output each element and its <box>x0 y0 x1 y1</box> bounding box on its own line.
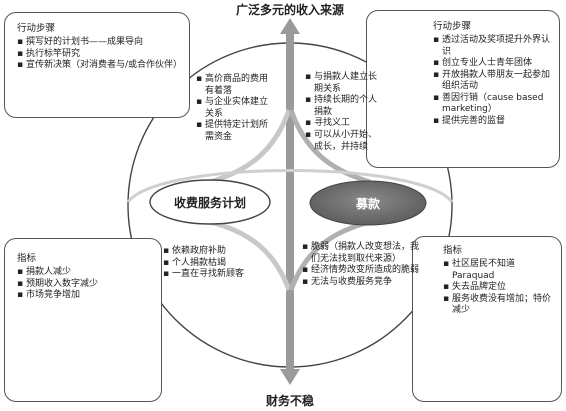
list-item: 宣传新决策（对消费者与/或合作伙伴） <box>17 60 182 72</box>
box-title: 行动步骤 <box>17 23 56 34</box>
list-item: 创立专业人士青年团体 <box>433 58 551 70</box>
list-item: 高价商品的费用有着落 <box>196 74 272 97</box>
quadrant-lower-right: 脆弱（捐款人改变想法，我们无法找到取代来源） 经济情势改变所造成的脆弱 无法与收… <box>302 242 420 288</box>
arrow-up-head <box>280 18 300 34</box>
axis-top-label: 广泛多元的收入来源 <box>226 1 354 18</box>
list-item: 服务收费没有增加；特价减少 <box>443 294 555 317</box>
list-item: 撰写好的计划书——成果导向 <box>17 37 181 49</box>
connector-left-upper <box>209 109 292 185</box>
list-item: 持续长期的个人捐款 <box>305 95 383 118</box>
list-item: 执行标竿研究 <box>17 49 181 61</box>
list-item: 失去品牌定位 <box>443 282 555 294</box>
right-oval-label: 募款 <box>355 197 380 211</box>
horizontal-arc <box>126 169 454 203</box>
list-item: 寻找义工 <box>305 118 383 130</box>
quadrant-list: 与捐款人建立长期关系 持续长期的个人捐款 寻找义工 可以从小开始、成长，并持续 <box>305 72 383 153</box>
axis-bottom-label: 财务不稳 <box>252 392 328 409</box>
quadrant-upper-left: 高价商品的费用有着落 与企业实体建立关系 提供特定计划所需资金 <box>196 74 272 144</box>
quadrant-list: 高价商品的费用有着落 与企业实体建立关系 提供特定计划所需资金 <box>196 74 272 144</box>
list-item: 提供完善的监督 <box>433 116 551 128</box>
list-item: 提供特定计划所需资金 <box>196 120 272 143</box>
list-item: 脆弱（捐款人改变想法，我们无法找到取代来源） <box>302 242 420 265</box>
connector-right-upper <box>288 109 371 185</box>
list-item: 善因行销（cause based marketing） <box>433 93 551 116</box>
indicator-list: 捐款人减少 预期收入数字减少 市场竞争增加 <box>17 267 153 302</box>
box-title: 指标 <box>17 253 37 264</box>
box-top-left-action-steps: 行动步骤 撰写好的计划书——成果导向 执行标竿研究 宣传新决策（对消费者与/或合… <box>4 12 190 118</box>
list-item: 可以从小开始、成长，并持续 <box>305 130 383 153</box>
box-bottom-right-indicators: 指标 社区居民不知道Paraquad 失去品牌定位 服务收费没有增加；特价减少 <box>412 236 562 402</box>
vertical-axis-shaft <box>286 30 294 375</box>
quadrant-upper-right: 与捐款人建立长期关系 持续长期的个人捐款 寻找义工 可以从小开始、成长，并持续 <box>305 72 383 153</box>
right-oval-shape <box>309 180 427 226</box>
list-item: 与企业实体建立关系 <box>196 97 272 120</box>
quadrant-lower-left: 依赖政府补助 个人捐款枯竭 一直在寻找新顾客 <box>163 246 275 281</box>
box-title: 行动步骤 <box>433 21 472 32</box>
box-top-right-action-steps: 行动步骤 透过活动及奖项提升外界认识 创立专业人士青年团体 开放捐款人带朋友一起… <box>366 10 560 168</box>
list-item: 个人捐款枯竭 <box>163 258 275 270</box>
quadrant-list: 依赖政府补助 个人捐款枯竭 一直在寻找新顾客 <box>163 246 275 281</box>
box-bottom-left-indicators: 指标 捐款人减少 预期收入数字减少 市场竞争增加 <box>4 238 162 402</box>
list-item: 经济情势改变所造成的脆弱 <box>302 265 420 277</box>
list-item: 依赖政府补助 <box>163 246 275 258</box>
list-item: 一直在寻找新顾客 <box>163 269 275 281</box>
list-item: 开放捐款人带朋友一起参加组织活动 <box>433 70 551 93</box>
list-item: 预期收入数字减少 <box>17 279 153 291</box>
left-oval-shape <box>149 179 271 225</box>
left-oval-label: 收费服务计划 <box>173 196 246 210</box>
box-title: 指标 <box>443 245 463 256</box>
list-item: 捐款人减少 <box>17 267 153 279</box>
action-step-list: 透过活动及奖项提升外界认识 创立专业人士青年团体 开放捐款人带朋友一起参加组织活… <box>433 35 551 127</box>
list-item: 无法与收费服务竞争 <box>302 277 420 289</box>
quadrant-list: 脆弱（捐款人改变想法，我们无法找到取代来源） 经济情势改变所造成的脆弱 无法与收… <box>302 242 420 288</box>
indicator-list: 社区居民不知道Paraquad 失去品牌定位 服务收费没有增加；特价减少 <box>443 259 555 317</box>
list-item: 与捐款人建立长期关系 <box>305 72 383 95</box>
list-item: 透过活动及奖项提升外界认识 <box>433 35 551 58</box>
list-item: 社区居民不知道Paraquad <box>443 259 555 282</box>
arrow-down-head <box>280 369 300 385</box>
action-step-list: 撰写好的计划书——成果导向 执行标竿研究 宣传新决策（对消费者与/或合作伙伴） <box>17 37 182 72</box>
list-item: 市场竞争增加 <box>17 290 153 302</box>
